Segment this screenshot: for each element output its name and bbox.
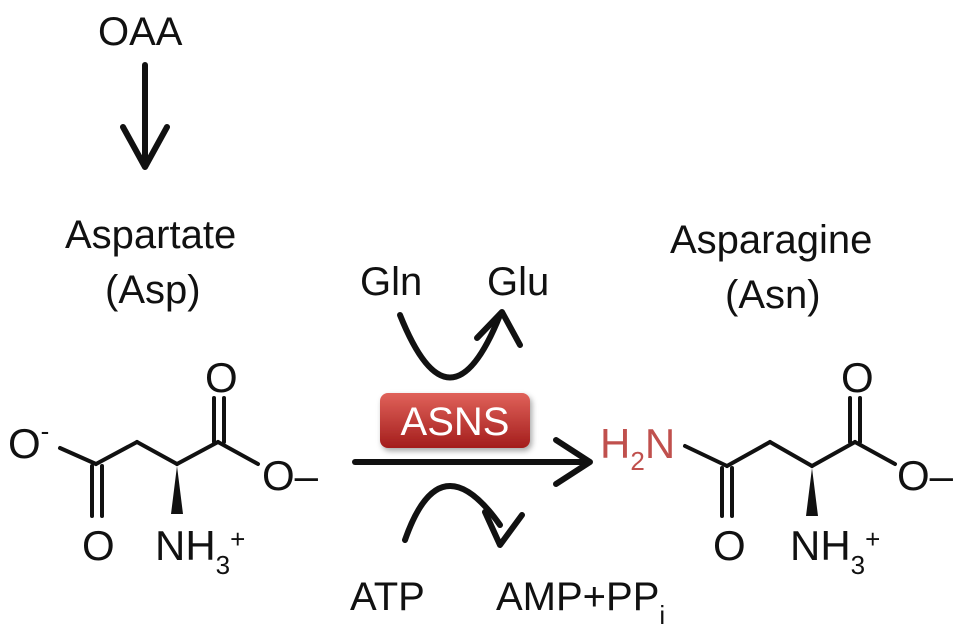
atp-to-amp-curved-arrow (402, 483, 525, 548)
asn-amide-sub: 2 (630, 446, 644, 476)
glutamine-label: Gln (360, 260, 422, 304)
asns-label: ASNS (401, 400, 510, 444)
asn-amide-h: H (600, 420, 630, 467)
asp-o-double-left: O (82, 522, 115, 569)
asn-amine: NH3+ (790, 522, 880, 580)
asn-amine-sub: 3 (851, 550, 865, 580)
asp-amine: NH3+ (155, 522, 245, 580)
asp-o-minus-left: O- (8, 416, 49, 467)
oaa-label: OAA (98, 10, 183, 54)
asp-amine-nh: NH (155, 522, 216, 569)
main-reaction-arrow (352, 437, 593, 487)
asp-o-left-charge: - (41, 416, 50, 446)
asparagine-name: Asparagine (670, 218, 872, 262)
atp-label: ATP (350, 575, 425, 619)
aspartate-structure: O- O O O– NH3+ (8, 354, 319, 580)
asparagine-structure: H2N O O O– NH3+ (600, 354, 954, 580)
aspartate-name: Aspartate (65, 213, 236, 257)
asn-amide-group: H2N (600, 420, 675, 476)
asn-amine-nh: NH (790, 522, 851, 569)
asn-amide-n: N (645, 420, 675, 467)
asn-amine-charge: + (865, 524, 880, 554)
asns-enzyme-badge: ASNS (380, 393, 530, 448)
amp-ppi-label: AMP+PPi (496, 575, 665, 630)
asp-o-left-atom: O (8, 420, 41, 467)
gln-to-glu-curved-arrow (397, 309, 523, 381)
amp-ppi-main: AMP+PP (496, 575, 659, 619)
aspartate-abbr: (Asp) (105, 268, 201, 312)
asp-amine-charge: + (230, 524, 245, 554)
asp-amine-sub: 3 (216, 550, 230, 580)
asp-o-double-right: O (205, 354, 238, 401)
asp-o-minus-right: O– (262, 452, 319, 499)
asn-o-double-right: O (841, 354, 874, 401)
asparagine-abbr: (Asn) (725, 273, 821, 317)
asn-o-double-left: O (713, 522, 746, 569)
ppi-subscript: i (659, 600, 665, 630)
oaa-to-asp-arrow (120, 62, 170, 170)
glutamate-label: Glu (487, 260, 549, 304)
asn-o-minus-right: O– (897, 452, 954, 499)
